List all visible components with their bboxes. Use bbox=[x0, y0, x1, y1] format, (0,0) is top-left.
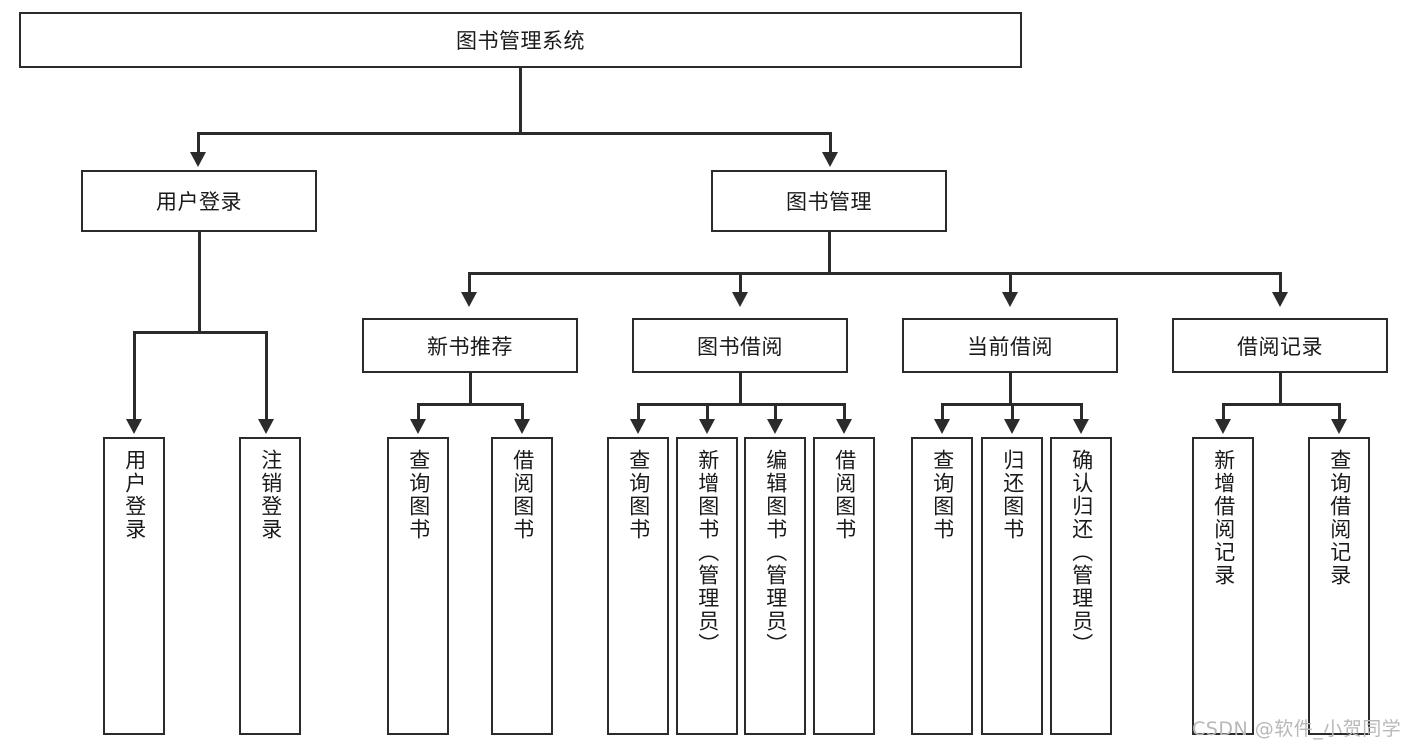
arrow-bm-to-borrow-record bbox=[1272, 292, 1288, 307]
node-label: 用户登录 bbox=[156, 190, 242, 214]
leaf-borrow-record-add-record[interactable]: 新增借阅记录 bbox=[1192, 437, 1254, 735]
arrow-cb-to-leaf-2 bbox=[1073, 419, 1089, 434]
leaf-label: 新增图书（管理员） bbox=[695, 449, 720, 656]
connector-br-to-leaf-1 bbox=[1338, 403, 1341, 421]
leaf-label: 确认归还（管理员） bbox=[1069, 449, 1094, 656]
connector-new-book-stem bbox=[469, 373, 472, 405]
node-label: 图书管理系统 bbox=[456, 29, 585, 53]
connector-borrow-record-bar bbox=[1222, 403, 1340, 406]
connector-book-management-bar bbox=[468, 272, 1280, 275]
leaf-book-borrow-add-book-admin[interactable]: 新增图书（管理员） bbox=[676, 437, 738, 735]
leaf-label: 新增借阅记录 bbox=[1211, 449, 1236, 587]
arrow-bm-to-current-borrow bbox=[1002, 292, 1018, 307]
leaf-label: 查询图书 bbox=[930, 449, 955, 541]
connector-bm-to-new-book bbox=[468, 272, 471, 294]
node-root-book-management-system[interactable]: 图书管理系统 bbox=[19, 12, 1022, 68]
node-borrow-record[interactable]: 借阅记录 bbox=[1172, 318, 1388, 373]
arrow-br-to-leaf-1 bbox=[1331, 419, 1347, 434]
leaf-new-book-borrow-book[interactable]: 借阅图书 bbox=[491, 437, 553, 735]
connector-bb-to-leaf-0 bbox=[637, 403, 640, 421]
connector-user-login-to-leaf-1 bbox=[265, 331, 268, 421]
connector-cb-to-leaf-2 bbox=[1080, 403, 1083, 421]
leaf-user-login-logout[interactable]: 注销登录 bbox=[239, 437, 301, 735]
leaf-label: 查询借阅记录 bbox=[1327, 449, 1352, 587]
arrow-cb-to-leaf-1 bbox=[1004, 419, 1020, 434]
node-book-management[interactable]: 图书管理 bbox=[711, 170, 947, 232]
arrow-bb-to-leaf-3 bbox=[836, 419, 852, 434]
arrow-user-login-to-leaf-0 bbox=[126, 419, 142, 434]
leaf-borrow-record-query-record[interactable]: 查询借阅记录 bbox=[1308, 437, 1370, 735]
leaf-current-borrow-confirm-return-admin[interactable]: 确认归还（管理员） bbox=[1050, 437, 1112, 735]
leaf-label: 编辑图书（管理员） bbox=[763, 449, 788, 656]
leaf-current-borrow-return-book[interactable]: 归还图书 bbox=[981, 437, 1043, 735]
connector-root-stem bbox=[519, 68, 522, 134]
connector-cb-to-leaf-0 bbox=[941, 403, 944, 421]
leaf-label: 借阅图书 bbox=[832, 449, 857, 541]
leaf-book-borrow-borrow-book[interactable]: 借阅图书 bbox=[813, 437, 875, 735]
leaf-label: 归还图书 bbox=[1000, 449, 1025, 541]
arrow-cb-to-leaf-0 bbox=[934, 419, 950, 434]
connector-nb-to-leaf-0 bbox=[417, 403, 420, 421]
connector-root-to-user-login bbox=[197, 132, 200, 154]
node-label: 新书推荐 bbox=[427, 334, 513, 359]
node-current-borrow[interactable]: 当前借阅 bbox=[902, 318, 1118, 373]
connector-user-login-bar bbox=[133, 331, 265, 334]
node-new-book-recommend[interactable]: 新书推荐 bbox=[362, 318, 578, 373]
connector-bm-to-borrow-record bbox=[1279, 272, 1282, 294]
connector-book-borrow-bar bbox=[637, 403, 845, 406]
connector-bm-to-current-borrow bbox=[1009, 272, 1012, 294]
connector-cb-to-leaf-1 bbox=[1011, 403, 1014, 421]
leaf-label: 用户登录 bbox=[122, 449, 147, 541]
arrow-nb-to-leaf-1 bbox=[514, 419, 530, 434]
leaf-new-book-query-book[interactable]: 查询图书 bbox=[387, 437, 449, 735]
leaf-book-borrow-edit-book-admin[interactable]: 编辑图书（管理员） bbox=[744, 437, 806, 735]
arrow-bm-to-new-book bbox=[461, 292, 477, 307]
arrow-bb-to-leaf-0 bbox=[630, 419, 646, 434]
connector-bb-to-leaf-3 bbox=[843, 403, 846, 421]
leaf-label: 查询图书 bbox=[406, 449, 431, 541]
arrow-user-login-to-leaf-1 bbox=[258, 419, 274, 434]
node-book-borrow[interactable]: 图书借阅 bbox=[632, 318, 848, 373]
connector-bm-to-book-borrow bbox=[739, 272, 742, 294]
arrow-root-to-user-login bbox=[190, 152, 206, 167]
csdn-watermark: CSDN @软件_小贺同学 bbox=[1192, 718, 1402, 740]
arrow-bb-to-leaf-2 bbox=[767, 419, 783, 434]
node-label: 图书管理 bbox=[786, 190, 872, 214]
connector-br-to-leaf-0 bbox=[1222, 403, 1225, 421]
connector-root-to-book-management bbox=[829, 132, 832, 154]
arrow-root-to-book-management bbox=[822, 152, 838, 167]
node-label: 当前借阅 bbox=[967, 334, 1053, 359]
connector-root-bar bbox=[197, 132, 831, 135]
connector-book-borrow-stem bbox=[739, 373, 742, 405]
connector-bb-to-leaf-2 bbox=[774, 403, 777, 421]
connector-new-book-bar bbox=[417, 403, 523, 406]
leaf-label: 查询图书 bbox=[626, 449, 651, 541]
leaf-current-borrow-query-book[interactable]: 查询图书 bbox=[911, 437, 973, 735]
arrow-bb-to-leaf-1 bbox=[699, 419, 715, 434]
leaf-user-login-login[interactable]: 用户登录 bbox=[103, 437, 165, 735]
node-label: 借阅记录 bbox=[1237, 334, 1323, 359]
connector-bb-to-leaf-1 bbox=[706, 403, 709, 421]
connector-user-login-to-leaf-0 bbox=[133, 331, 136, 421]
arrow-bm-to-book-borrow bbox=[732, 292, 748, 307]
arrow-nb-to-leaf-0 bbox=[410, 419, 426, 434]
connector-borrow-record-stem bbox=[1279, 373, 1282, 405]
connector-user-login-stem bbox=[198, 232, 201, 333]
connector-current-borrow-stem bbox=[1009, 373, 1012, 405]
connector-nb-to-leaf-1 bbox=[521, 403, 524, 421]
leaf-label: 借阅图书 bbox=[510, 449, 535, 541]
leaf-label: 注销登录 bbox=[258, 449, 283, 541]
leaf-book-borrow-query-book[interactable]: 查询图书 bbox=[607, 437, 669, 735]
arrow-br-to-leaf-0 bbox=[1215, 419, 1231, 434]
connector-book-management-stem bbox=[828, 232, 831, 274]
node-user-login[interactable]: 用户登录 bbox=[81, 170, 317, 232]
node-label: 图书借阅 bbox=[697, 334, 783, 359]
